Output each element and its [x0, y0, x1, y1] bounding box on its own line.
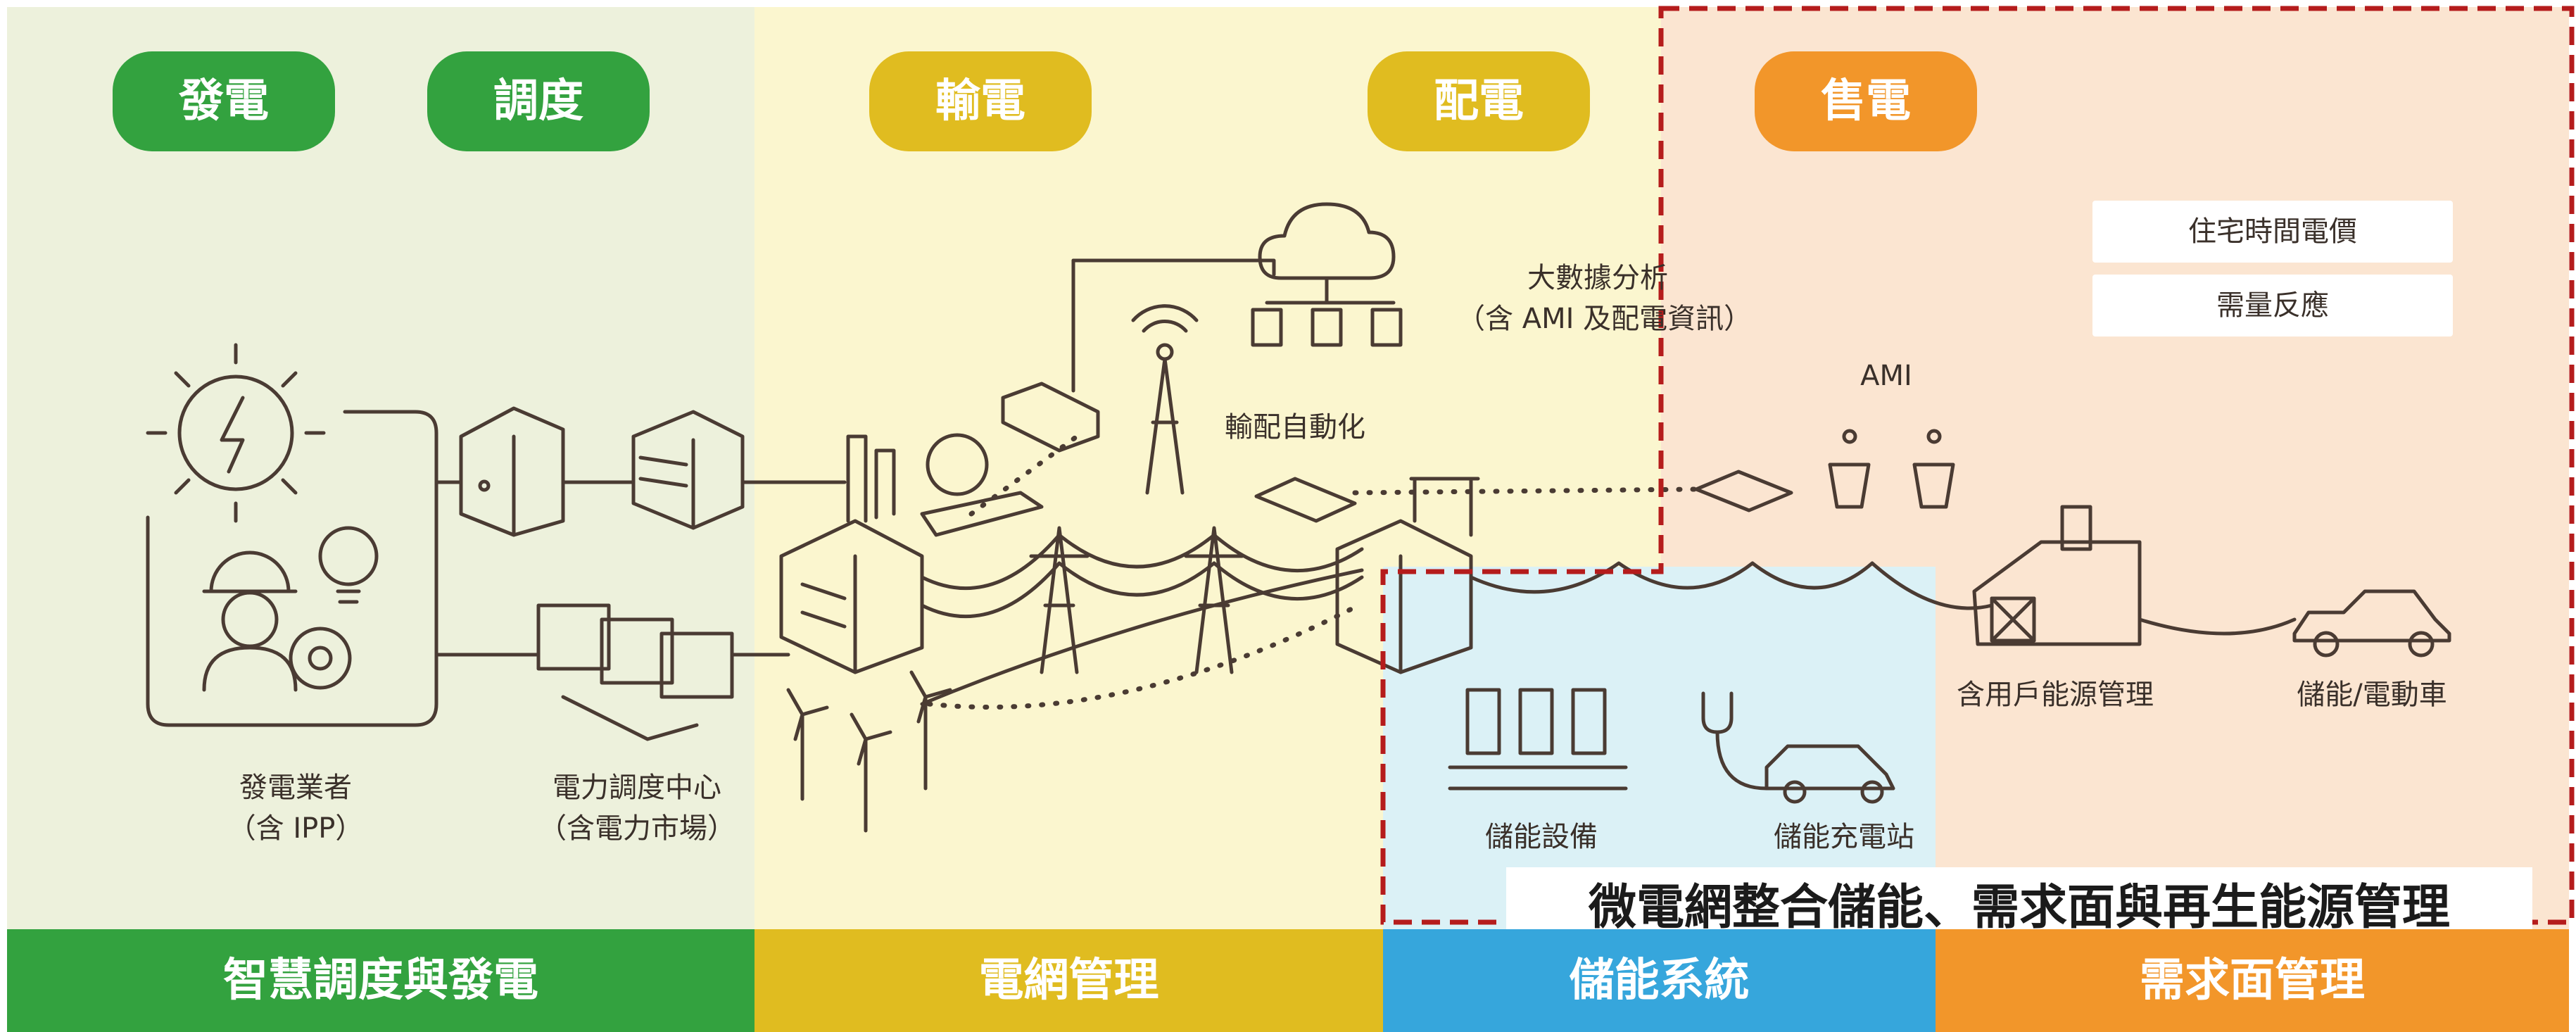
label-charging-station: 儲能充電站: [1774, 821, 1914, 853]
power-plant-icon: [779, 434, 924, 674]
car-icon: [2292, 589, 2451, 657]
antenna-icon: [1131, 304, 1199, 495]
computers-icon: [536, 603, 734, 741]
label-big-data-line1: 大數據分析: [1527, 262, 1668, 294]
label-dispatch-line1: 電力調度中心: [553, 772, 721, 804]
label-ev: 儲能/電動車: [2297, 679, 2447, 711]
zone-generation: [7, 7, 755, 929]
switch-icon: [1001, 382, 1100, 453]
bottom-dispatch-generation: 智慧調度與發電: [7, 929, 755, 1032]
pill-transmission: 輸電: [869, 51, 1092, 151]
switch-icon-2: [1254, 477, 1357, 523]
pill-generation: 發電: [113, 51, 335, 151]
microgrid-outline: [1380, 6, 2575, 925]
label-automation: 輸配自動化: [1225, 411, 1365, 443]
box-residential-tou: 住宅時間電價: [2092, 201, 2453, 263]
generator-frame: [146, 410, 438, 727]
house-icon: [1972, 505, 2142, 646]
bottom-grid-management: 電網管理: [755, 929, 1383, 1032]
pill-dispatch: 調度: [427, 51, 650, 151]
label-storage-equipment: 儲能設備: [1485, 821, 1598, 853]
label-dispatch-center: 電力調度中心 （含電力市場）: [521, 767, 753, 849]
label-big-data-line2: （含 AMI 及配電資訊）: [1457, 303, 1753, 335]
ev-charger-icon: [1701, 691, 1895, 804]
wind-turbine-icon: [786, 670, 952, 833]
server-icon-2: [631, 410, 745, 530]
label-home-energy: 含用戶能源管理: [1957, 679, 2154, 711]
label-generator-line1: 發電業者: [239, 772, 352, 804]
substation-icon: [1335, 477, 1480, 674]
engineer-icon: [202, 550, 352, 692]
bottom-demand-management: 需求面管理: [1936, 929, 2569, 1032]
pill-distribution: 配電: [1368, 51, 1590, 151]
lightbulb-icon: [318, 526, 379, 604]
ami-sensor-icon: [1828, 429, 1955, 509]
label-dispatch-line2: （含電力市場）: [538, 812, 735, 845]
bottom-storage-system: 儲能系統: [1383, 929, 1936, 1032]
battery-rack-icon: [1448, 688, 1628, 791]
cloud-icon: [1251, 202, 1403, 347]
meter-icon: [1694, 470, 1793, 512]
label-big-data: 大數據分析 （含 AMI 及配電資訊）: [1457, 258, 1753, 339]
label-ami: AMI: [1860, 360, 1912, 392]
box-demand-response: 需量反應: [2092, 275, 2453, 336]
label-generator: 發電業者 （含 IPP）: [211, 767, 380, 849]
label-generator-line2: （含 IPP）: [227, 812, 364, 845]
pill-sales: 售電: [1755, 51, 1977, 151]
server-icon-1: [459, 406, 565, 537]
satellite-dish-icon: [920, 433, 1044, 537]
transmission-tower-icon: [1029, 526, 1244, 674]
sun-bolt-icon: [146, 343, 326, 523]
